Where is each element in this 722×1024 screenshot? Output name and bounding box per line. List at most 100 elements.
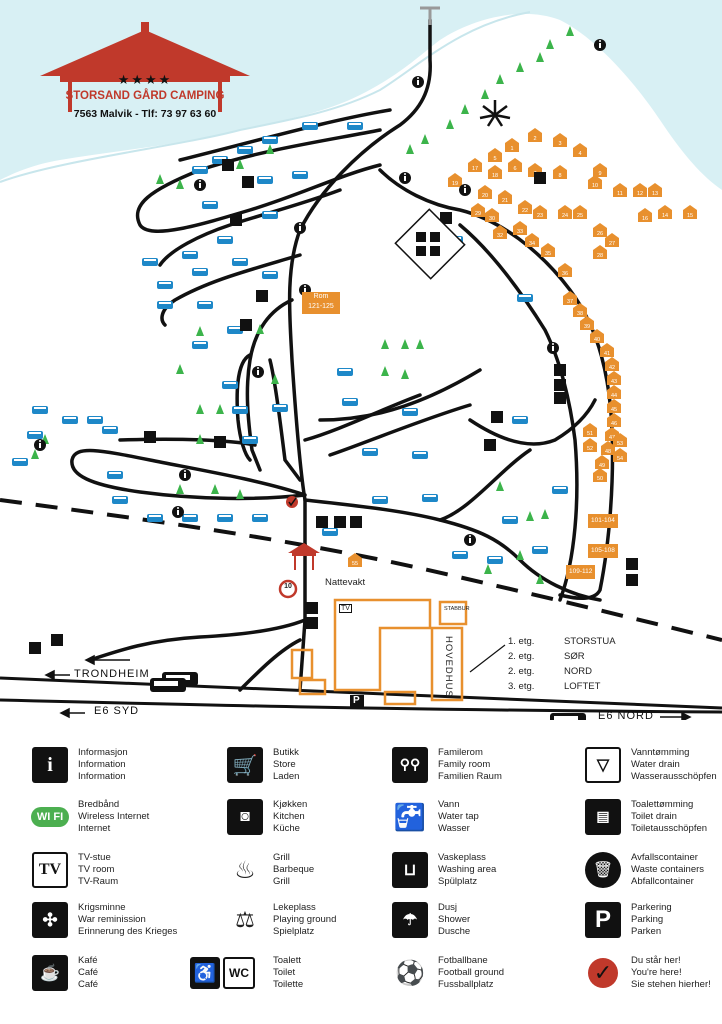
legend-text: Erinnerung des Krieges — [78, 926, 178, 937]
cabin: 14 — [658, 205, 672, 219]
caravan — [102, 426, 118, 434]
cabin-number: 49 — [599, 463, 605, 469]
legend-text: Du står her! — [631, 955, 681, 966]
cabin: 42 — [605, 357, 619, 371]
floor-level: 2. etg. — [508, 666, 535, 677]
caravan — [217, 514, 233, 522]
cabin-number: 37 — [567, 299, 573, 305]
cabin-number: 35 — [545, 251, 551, 257]
wc-markers — [29, 159, 638, 654]
legend-text: Fussballplatz — [438, 979, 494, 990]
information-icon: i — [30, 745, 70, 785]
hovedhus-pointer — [469, 644, 506, 673]
facility-marker — [350, 516, 362, 528]
cabin-number: 11 — [617, 191, 623, 197]
cabin: 29 — [471, 203, 485, 217]
cabin: 2 — [528, 128, 542, 142]
facility-marker — [484, 439, 496, 451]
cabin-number: 4 — [578, 151, 581, 157]
campsite-map: 1234567891011121314151617181920212223242… — [0, 0, 722, 720]
legend-text: Familien Raum — [438, 771, 502, 782]
parking-icon: P — [583, 900, 623, 940]
facility-marker — [144, 431, 156, 443]
legend-text: Wasserausschöpfen — [631, 771, 717, 782]
cabin-number: 47 — [609, 435, 615, 441]
facility-marker — [306, 602, 318, 614]
kitchen-icon: ◙ — [225, 797, 265, 837]
cabin-number: 55 — [352, 561, 358, 567]
caravan — [402, 408, 418, 416]
legend-text: Toalettømming — [631, 799, 694, 810]
caravan — [372, 496, 388, 504]
legend-text: You're here! — [631, 967, 682, 978]
legend-text: Lekeplass — [273, 902, 316, 913]
speed-limit-value: 10 — [284, 583, 292, 590]
caravan — [502, 516, 518, 524]
tree — [31, 449, 39, 459]
cabin: 8 — [553, 165, 567, 179]
cabin-number: 39 — [584, 324, 590, 330]
cafe-icon: ☕ — [30, 953, 70, 993]
facility-marker — [440, 212, 452, 224]
facility-marker — [554, 364, 566, 376]
cabin-number: 13 — [652, 191, 658, 197]
cabin-number: 6 — [513, 166, 516, 172]
cabin-number: 17 — [472, 166, 478, 172]
facility-marker — [240, 319, 252, 331]
cabin: 55 — [348, 553, 362, 567]
shower-icon: ☂ — [390, 900, 430, 940]
cabin-number: 36 — [562, 271, 568, 277]
caravan — [192, 166, 208, 174]
shop-icon: 🛒 — [225, 745, 265, 785]
caravan — [262, 271, 278, 279]
legend-text: Information — [78, 771, 126, 782]
caravan — [32, 406, 48, 414]
facility-marker — [316, 516, 328, 528]
floor-name: STORSTUA — [564, 636, 616, 647]
caravan — [262, 211, 278, 219]
cabin: 36 — [558, 263, 572, 277]
parking-label: P — [353, 695, 360, 706]
caravan — [147, 514, 163, 522]
legend-text: TV-Raum — [78, 876, 119, 887]
stabbur-label: STABBUR — [444, 606, 470, 612]
legend-text: Shower — [438, 914, 471, 925]
floor-row: 2. etg.SØR — [508, 649, 616, 664]
cabin: 49 — [595, 455, 609, 469]
info-marker — [412, 76, 424, 88]
facility-marker — [306, 617, 318, 629]
legend-text: Toilette — [273, 979, 304, 990]
cabin-number: 45 — [611, 407, 617, 413]
caravan — [342, 398, 358, 406]
cabin: 16 — [638, 208, 652, 222]
legend-text: TV room — [78, 864, 115, 875]
cabin: 20 — [478, 185, 492, 199]
info-marker — [252, 366, 264, 378]
facility-marker — [554, 379, 566, 391]
cabin: 25 — [573, 205, 587, 219]
facility-marker — [29, 642, 41, 654]
tree — [516, 62, 524, 72]
legend-text: Family room — [438, 759, 491, 770]
tree — [236, 159, 244, 169]
grill-icon: ♨ — [234, 856, 256, 884]
speed-limit-sign — [278, 579, 298, 599]
tree — [461, 104, 469, 114]
caravan — [237, 146, 253, 154]
caravan — [322, 528, 338, 536]
caravan — [252, 514, 268, 522]
cabin-number: 53 — [617, 441, 623, 447]
legend-text: Grill — [273, 852, 290, 863]
caravan — [452, 551, 468, 559]
caravan — [302, 122, 318, 130]
legend-text: TV-stue — [78, 852, 111, 863]
caravan — [412, 451, 428, 459]
water-tap-icon: 🚰 — [393, 801, 427, 832]
cabin-number: 9 — [598, 171, 601, 177]
cabin: 34 — [525, 233, 539, 247]
cabin: 43 — [607, 371, 621, 385]
